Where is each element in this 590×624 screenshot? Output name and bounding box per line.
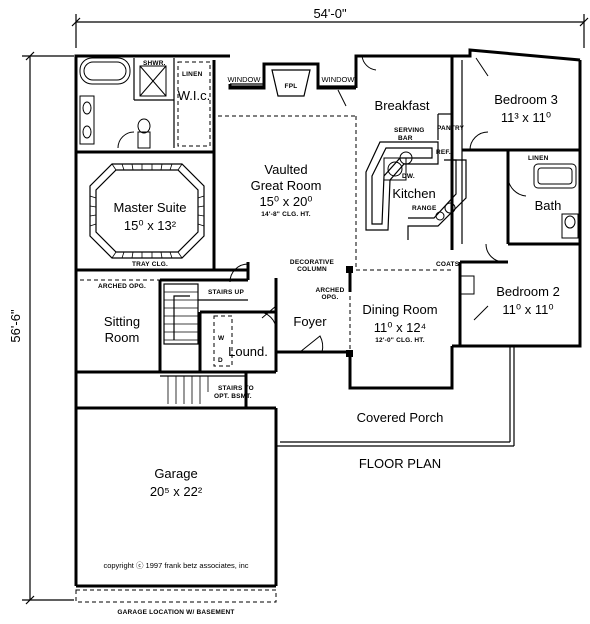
window-right-label: WINDOW [322,75,356,84]
covered-porch: Covered Porch [275,346,515,447]
width-dimension-label: 54'-0" [313,6,347,21]
wic-name: W.I.c. [178,88,211,103]
master-suite: Master Suite 15⁰ x 13² TRAY CLG. [76,60,216,272]
stairs-to-label-2: OPT. BSMT. [214,393,252,400]
refrigerator-label: REF. [436,149,451,156]
sitting-room-name-line1: Sitting [104,314,140,329]
covered-porch-name: Covered Porch [357,410,444,425]
decorative-column-label-2: COLUMN [297,266,327,273]
tray-ceiling-label: TRAY CLG. [132,261,168,268]
bedroom-2-name: Bedroom 2 [496,284,560,299]
great-room-name-line2: Great Room [251,178,322,193]
master-suite-name: Master Suite [114,200,187,215]
dining-room-note: 12'-0" CLG. HT. [375,337,425,344]
garage-size: 20⁵ x 22² [150,484,203,499]
garage-name: Garage [154,466,197,481]
arched-opening-left: ARCHED OPG. [98,283,146,290]
pantry-label: PANTRY [437,125,465,132]
depth-dimension: 56'-6" [8,51,74,605]
master-suite-size: 15⁰ x 13² [124,218,177,233]
arched-opening-foyer-1: ARCHED [315,287,344,294]
exterior-walls [74,48,582,586]
bedroom-3-size: 11³ x 11⁰ [501,110,551,125]
laundry-name: Lound. [228,344,268,359]
fireplace-label: FPL [285,83,298,90]
great-room-name-line1: Vaulted [264,162,307,177]
sitting-room-name-line2: Room [105,330,140,345]
bedroom-2: COATS Bedroom 2 11⁰ x 11⁰ [436,243,560,321]
foyer-name: Foyer [293,314,327,329]
great-room: WINDOW WINDOW FPL Vaulted Great Room 15⁰… [214,69,357,272]
serving-bar-label-2: BAR [398,135,413,142]
linen-master-label: LINEN [182,71,203,78]
copyright-label: copyright ⓒ 1997 frank betz associates, … [103,561,248,570]
kitchen-name: Kitchen [392,186,435,201]
dining-room-size: 11⁰ x 12⁴ [374,320,426,335]
dishwasher-label: DW. [402,173,415,180]
width-dimension: 54'-0" [71,6,589,48]
great-room-size: 15⁰ x 20⁰ [259,194,312,209]
linen-hall-label: LINEN [528,155,549,162]
dining-room-name: Dining Room [362,302,437,317]
washer-label: W [218,335,225,342]
shower-label: SHWR. [143,60,166,67]
window-left-label: WINDOW [228,75,262,84]
decorative-column-label-1: DECORATIVE [290,259,335,266]
dining-room: Dining Room 11⁰ x 12⁴ 12'-0" CLG. HT. [346,266,438,357]
plan-title: FLOOR PLAN [359,456,441,471]
bedroom-3: Bedroom 3 11³ x 11⁰ [462,57,580,152]
depth-dimension-label: 56'-6" [8,309,23,343]
garage-location-label: GARAGE LOCATION W/ BASEMENT [117,609,234,616]
foyer: DECORATIVE COLUMN ARCHED OPG. Foyer [261,259,344,353]
coats-label: COATS [436,261,460,268]
basement-stairs: STAIRS TO OPT. BSMT. [76,352,278,410]
great-room-note: 14'-8" CLG. HT. [261,211,311,218]
stairs-up-label: STAIRS UP [208,289,244,296]
range-label: RANGE [412,205,437,212]
bath-name: Bath [535,198,562,213]
arched-opening-foyer-2: OPG. [321,294,338,301]
kitchen-area: Breakfast PANTRY SERVING BAR REF. DW. Ki… [356,55,467,271]
bedroom-3-name: Bedroom 3 [494,92,558,107]
garage: Garage 20⁵ x 22² copyright ⓒ 1997 frank … [75,408,278,616]
bedroom-2-size: 11⁰ x 11⁰ [502,302,553,317]
stairs-to-label-1: STAIRS TO [218,385,254,392]
hall-bath: LINEN Bath [506,150,580,246]
serving-bar-label-1: SERVING [394,127,425,134]
breakfast-name: Breakfast [375,98,430,113]
sitting-room: ARCHED OPG. Sitting Room STAIRS UP W D L… [80,262,277,372]
master-bath: SHWR. LINEN W.I.c. [79,57,211,149]
dryer-label: D [218,357,223,364]
